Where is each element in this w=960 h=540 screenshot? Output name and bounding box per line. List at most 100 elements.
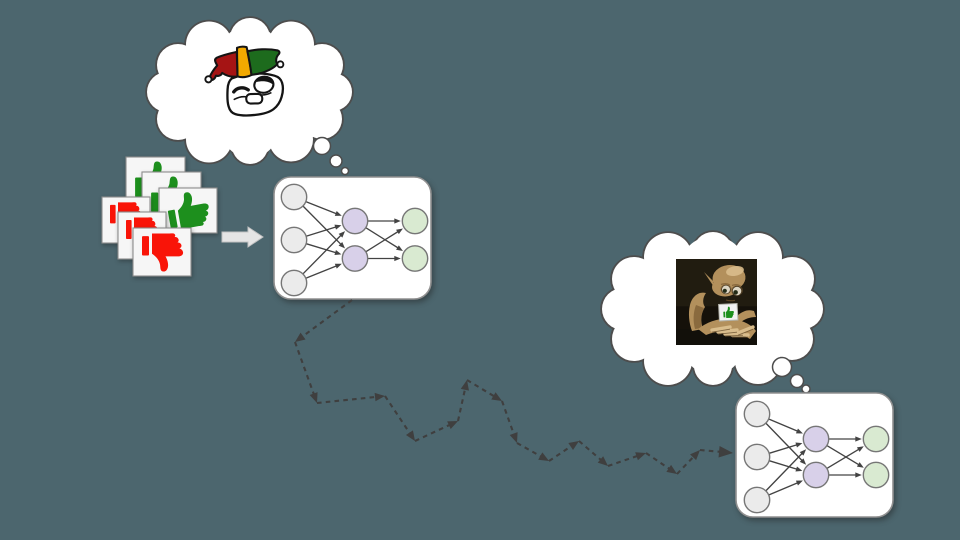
gollum-bubble-tail-dot [789, 373, 805, 389]
gollum-head-highlight [726, 266, 744, 276]
input-node [743, 443, 771, 471]
gollum-thought-bubble [600, 230, 825, 394]
network-edge [768, 443, 800, 454]
arrowhead [374, 392, 385, 402]
gollum-finger [736, 325, 755, 335]
arrowhead [538, 452, 549, 461]
network-edge [365, 227, 401, 250]
arrowhead [856, 446, 864, 452]
gollum-arm-shadow [693, 305, 704, 329]
network-edge [765, 450, 805, 492]
dashed-segment [645, 452, 672, 471]
jester-bell-left [204, 75, 213, 84]
arrowhead [799, 458, 807, 465]
arrowhead [334, 263, 342, 269]
input-arrow [221, 226, 264, 248]
network-edge [768, 460, 800, 471]
dashed-segment [501, 400, 516, 437]
arrowhead [295, 332, 306, 342]
dashed-segment [578, 440, 604, 462]
thumb-down-icon [142, 233, 184, 272]
hidden-node [341, 207, 369, 235]
input-node [280, 269, 308, 297]
gollum-finger [710, 325, 732, 332]
output-node [401, 207, 429, 235]
arrowhead [334, 250, 342, 255]
troll-left-eye [232, 86, 250, 94]
thumb-up-icon [167, 192, 209, 230]
gollum-brow [731, 284, 742, 288]
reward-model-network [273, 176, 432, 300]
troll-bubble-tail-dot [340, 166, 350, 176]
arrowhead [309, 392, 318, 403]
dashed-segment [548, 444, 574, 462]
gollum-bubble-tail-dot [771, 356, 793, 378]
gollum-mouth [725, 299, 736, 302]
dashed-segment [300, 299, 353, 339]
arrowhead [597, 456, 608, 466]
network-edge [305, 264, 340, 279]
arrowhead [795, 428, 803, 434]
arrowhead [334, 224, 342, 230]
network-edge [365, 229, 401, 253]
right-arrow-icon [221, 226, 264, 248]
arrowhead [718, 445, 733, 458]
arrowhead [690, 450, 700, 461]
dashed-segment [699, 448, 723, 454]
troll-nose [245, 92, 264, 105]
input-node [280, 226, 308, 254]
arrowhead [394, 218, 401, 224]
hidden-node [802, 461, 830, 489]
jester-hat-green [246, 48, 281, 76]
reward-model-network-box [273, 176, 432, 300]
arrowhead [396, 245, 403, 251]
output-node [862, 461, 890, 489]
arrowhead [394, 255, 401, 262]
gollum-photo [676, 259, 757, 345]
arrowhead [795, 480, 803, 486]
output-node [862, 425, 890, 453]
dashed-segment [607, 454, 640, 467]
arrowhead [491, 392, 502, 401]
dashed-segment [294, 341, 316, 397]
dashed-segment [516, 442, 543, 459]
input-node [280, 183, 308, 211]
troll-bubble-tail-dot [312, 136, 332, 156]
arrowhead [635, 452, 646, 461]
arrowhead [799, 449, 807, 456]
policy-network [735, 392, 894, 518]
arrowhead [568, 441, 579, 451]
jester-bell-right [276, 60, 285, 69]
arrowhead [405, 430, 415, 441]
gollum-finger [716, 328, 739, 334]
feedback-cards-stack [101, 156, 218, 277]
troll-cheek-line [233, 95, 247, 101]
arrowhead [447, 421, 458, 430]
dashed-segment [466, 379, 497, 399]
gollum-pupil [733, 290, 738, 295]
input-node [743, 486, 771, 514]
arrowhead [856, 462, 864, 468]
dashed-segment [414, 423, 452, 442]
thumb-card-in-photo [718, 302, 739, 322]
arrowhead [666, 464, 677, 474]
troll-right-brow [256, 77, 274, 86]
network-edge [302, 232, 344, 275]
arrowhead [855, 436, 862, 442]
hidden-node [802, 425, 830, 453]
arrowhead [855, 472, 862, 478]
troll-bubble-tail-dot [329, 154, 343, 168]
arrowhead [795, 442, 803, 448]
network-edge [826, 447, 862, 470]
gollum-ear [704, 272, 714, 287]
dashed-segment [316, 395, 378, 405]
arrowhead [338, 241, 346, 249]
troll-thought-bubble [145, 16, 354, 176]
policy-network-box [735, 392, 894, 518]
dashed-segment [384, 395, 412, 436]
network-edge [826, 444, 862, 467]
output-node [401, 245, 429, 272]
hidden-node [341, 245, 369, 272]
